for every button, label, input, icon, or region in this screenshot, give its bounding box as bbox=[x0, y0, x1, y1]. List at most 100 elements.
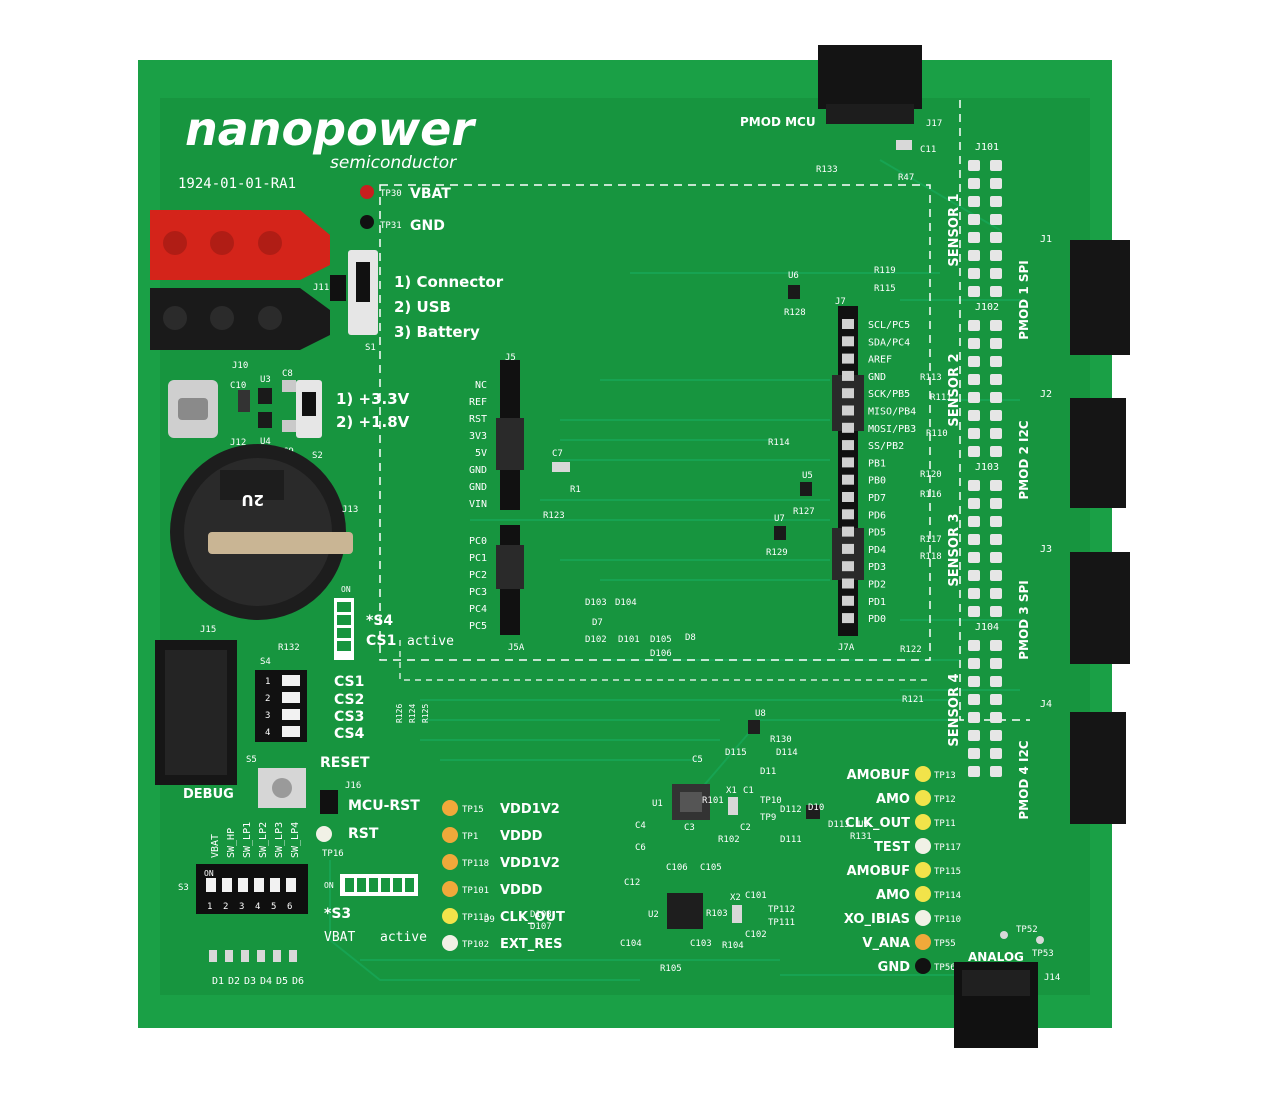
j7-pin-label: SDA/PC4 bbox=[868, 337, 910, 348]
j5-pin-label: 3V3 bbox=[469, 431, 487, 442]
d111-label: D111 bbox=[780, 835, 802, 845]
testpoint-name: CLK_OUT bbox=[845, 816, 910, 831]
j7-pin-label: PD3 bbox=[868, 562, 886, 573]
sensor-pad bbox=[968, 676, 980, 687]
dip-label-sw-lp3: SW_LP3 bbox=[274, 822, 285, 858]
testpoint-id: TP101 bbox=[462, 886, 489, 896]
j7-pin-label: SCK/PB5 bbox=[868, 389, 910, 400]
sensor-name: SENSOR 3 bbox=[947, 513, 962, 586]
testpoint-tp13 bbox=[915, 766, 931, 782]
j7-pin-label: PD6 bbox=[868, 510, 886, 521]
cs1-switch-label: CS1 bbox=[334, 674, 364, 690]
pmod-label: PMOD 1 SPI bbox=[1017, 260, 1031, 340]
led-d3: D3 bbox=[244, 976, 256, 987]
j7-pin-label: PB1 bbox=[868, 458, 886, 469]
r124-label: R124 bbox=[408, 704, 417, 723]
sensor-pad bbox=[968, 446, 980, 457]
sensor-pad bbox=[990, 658, 1002, 669]
sensor-jumper-label: J101 bbox=[975, 142, 999, 153]
header-pin bbox=[842, 543, 854, 554]
testpoint-name: GND bbox=[878, 960, 911, 975]
sensor-pad bbox=[990, 178, 1002, 189]
sensor-pad bbox=[990, 428, 1002, 439]
red-banana-jack[interactable] bbox=[150, 210, 330, 280]
tp9-label: TP9 bbox=[760, 813, 776, 823]
r126-label: R126 bbox=[395, 704, 404, 723]
c12-label: C12 bbox=[624, 878, 640, 888]
led-d5: D5 bbox=[276, 976, 288, 987]
sensor-pad bbox=[968, 730, 980, 741]
j5a-port-label: PC5 bbox=[469, 621, 487, 632]
sensor-pad bbox=[968, 320, 980, 331]
d107-label: D107 bbox=[530, 922, 552, 932]
c105-label: C105 bbox=[700, 863, 722, 873]
analog-label: ANALOG bbox=[968, 950, 1024, 964]
dip-label-vbat: VBAT bbox=[210, 834, 221, 858]
j5a-port-label: PC1 bbox=[469, 553, 487, 564]
sensor-pad bbox=[990, 570, 1002, 581]
led-d1: D1 bbox=[212, 976, 224, 987]
j7-pin-label: PD1 bbox=[868, 597, 886, 608]
testpoint-name: CLK_OUT bbox=[500, 910, 565, 925]
j5-pin-label: REF bbox=[469, 397, 487, 408]
j5a-port-label: PC0 bbox=[469, 536, 487, 547]
led-d4: D4 bbox=[260, 976, 272, 987]
sensor-jumper-label: J103 bbox=[975, 462, 999, 473]
c10-label: C10 bbox=[230, 381, 246, 391]
header-pin bbox=[842, 440, 854, 451]
d10-label: D10 bbox=[808, 803, 824, 813]
sensor-pad bbox=[968, 250, 980, 261]
sensor-pad bbox=[968, 356, 980, 367]
sensor-pad bbox=[968, 196, 980, 207]
sensor-pad bbox=[968, 214, 980, 225]
u1-label: U1 bbox=[652, 799, 663, 809]
d113-label: D113 bbox=[828, 820, 850, 830]
sensor-pad bbox=[990, 766, 1002, 777]
testpoint-id: TP1 bbox=[462, 832, 478, 842]
testpoint-tp56 bbox=[915, 958, 931, 974]
gnd-testpoint bbox=[360, 215, 374, 229]
sensor-pad bbox=[968, 410, 980, 421]
c103-label: C103 bbox=[690, 939, 712, 949]
d7-label: D7 bbox=[592, 618, 603, 628]
sensor-pad bbox=[990, 374, 1002, 385]
pmod-mcu-header[interactable] bbox=[818, 45, 922, 109]
c11-label: C11 bbox=[920, 145, 936, 155]
dip-labels: VBAT SW_HP SW_LP1 SW_LP2 SW_LP3 SW_LP4 bbox=[210, 822, 301, 858]
d101-label: D101 bbox=[618, 635, 640, 645]
voltage-option-1: 1) +3.3V bbox=[336, 390, 410, 408]
j16-label: J16 bbox=[345, 781, 361, 791]
j5-pin-label: VIN bbox=[469, 499, 487, 510]
tp112-label: TP112 bbox=[768, 905, 795, 915]
tp16-label: TP16 bbox=[322, 849, 344, 859]
sensor-pad bbox=[990, 640, 1002, 651]
s4-on-label: ON bbox=[341, 585, 351, 594]
r116-label: R116 bbox=[920, 490, 942, 500]
sensor-pad bbox=[990, 232, 1002, 243]
sensor-pad bbox=[968, 748, 980, 759]
sensor-pad bbox=[968, 552, 980, 563]
j13-label: J13 bbox=[342, 505, 358, 515]
c7-label: C7 bbox=[552, 449, 563, 459]
testpoint-id: TP12 bbox=[934, 795, 956, 805]
sensor-pad bbox=[990, 392, 1002, 403]
j7-pin-label: PB0 bbox=[868, 476, 886, 487]
sensor-pad bbox=[990, 446, 1002, 457]
header-pin bbox=[842, 613, 854, 624]
pmod-header-label: J4 bbox=[1040, 699, 1052, 710]
testpoint-tp115 bbox=[915, 862, 931, 878]
r114-label: R114 bbox=[768, 438, 790, 448]
testpoint-id: TP118 bbox=[462, 859, 489, 869]
testpoint-id: TP11 bbox=[934, 819, 956, 829]
black-banana-jack[interactable] bbox=[150, 288, 330, 350]
sensor-pad bbox=[990, 338, 1002, 349]
c104-label: C104 bbox=[620, 939, 642, 949]
sensor-pad bbox=[990, 410, 1002, 421]
testpoint-tp118 bbox=[442, 854, 458, 870]
sensor-pad bbox=[968, 766, 980, 777]
u7-label: U7 bbox=[774, 514, 785, 524]
testpoint-id: TP13 bbox=[934, 771, 956, 781]
mcu-rst-jumper[interactable] bbox=[320, 790, 338, 814]
pmod-header-label: J1 bbox=[1040, 234, 1052, 245]
